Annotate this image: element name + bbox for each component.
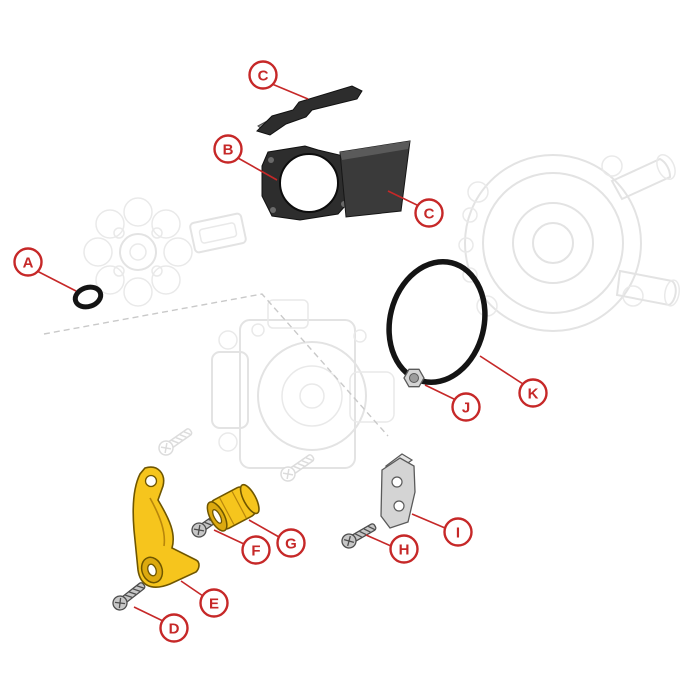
part-round-opening-cover	[261, 145, 355, 221]
callout-f[interactable]: F	[241, 535, 271, 565]
callout-a[interactable]: A	[13, 247, 43, 277]
callout-b[interactable]: B	[213, 134, 243, 164]
callout-i[interactable]: I	[443, 517, 473, 547]
callout-e-label: E	[209, 596, 219, 613]
callout-f-badge[interactable]	[241, 535, 271, 565]
ghost-screw	[155, 424, 196, 459]
callout-k-badge[interactable]	[518, 378, 548, 408]
callout-k-label: K	[528, 386, 539, 403]
callout-i-badge[interactable]	[443, 517, 473, 547]
callout-e[interactable]: E	[199, 588, 229, 618]
callout-g-label: G	[285, 536, 297, 553]
part-side-cover-panel	[339, 140, 411, 218]
leader-c-top	[271, 83, 309, 100]
callout-c-top-label: C	[258, 68, 269, 85]
callout-j-label: J	[462, 400, 470, 417]
ghost-pump-bracket	[211, 299, 395, 469]
callout-f-label: F	[251, 543, 260, 560]
callout-e-badge[interactable]	[199, 588, 229, 618]
part-yellow-lever	[132, 466, 200, 588]
callout-h-label: H	[399, 542, 410, 559]
part-large-o-ring	[386, 258, 488, 386]
callout-d-badge[interactable]	[159, 613, 189, 643]
callout-i-label: I	[456, 525, 460, 542]
leader-k	[479, 355, 524, 385]
callout-c-side-label: C	[424, 206, 435, 223]
callout-d[interactable]: D	[159, 613, 189, 643]
part-yellow-bushing	[206, 483, 260, 532]
leader-h	[365, 534, 392, 547]
leader-j	[424, 384, 457, 401]
ghost-pump-housing	[458, 153, 681, 332]
ghost-gear	[83, 197, 193, 307]
leader-b	[237, 157, 278, 181]
callout-k[interactable]: K	[518, 378, 548, 408]
part-screw-d	[109, 578, 149, 614]
callout-c-top[interactable]: C	[248, 60, 278, 90]
leader-i	[411, 513, 446, 529]
callout-c-side-badge[interactable]	[414, 198, 444, 228]
callout-a-label: A	[23, 255, 34, 272]
leader-f	[213, 529, 245, 545]
callout-c-top-badge[interactable]	[248, 60, 278, 90]
part-small-o-ring	[72, 284, 104, 310]
callout-g[interactable]: G	[276, 528, 306, 558]
leader-a	[36, 270, 77, 292]
callout-d-label: D	[169, 621, 180, 638]
callout-c-side[interactable]: C	[414, 198, 444, 228]
callout-a-badge[interactable]	[13, 247, 43, 277]
callout-h[interactable]: H	[389, 534, 419, 564]
leader-g	[248, 519, 280, 538]
leader-c-side	[387, 190, 420, 207]
callout-j[interactable]: J	[451, 392, 481, 422]
callout-b-badge[interactable]	[213, 134, 243, 164]
callout-g-badge[interactable]	[276, 528, 306, 558]
callout-b-label: B	[223, 142, 234, 159]
callout-h-badge[interactable]	[389, 534, 419, 564]
part-screw-h	[338, 519, 380, 552]
part-hex-nut	[403, 368, 425, 388]
leader-d	[133, 606, 164, 622]
part-metal-bracket	[380, 453, 416, 529]
part-upper-cover-strip	[256, 85, 363, 136]
callout-j-badge[interactable]	[451, 392, 481, 422]
ghost-gasket-plate	[189, 212, 247, 254]
leader-e	[180, 580, 204, 597]
assembly-axis-dashed-line	[43, 293, 389, 437]
